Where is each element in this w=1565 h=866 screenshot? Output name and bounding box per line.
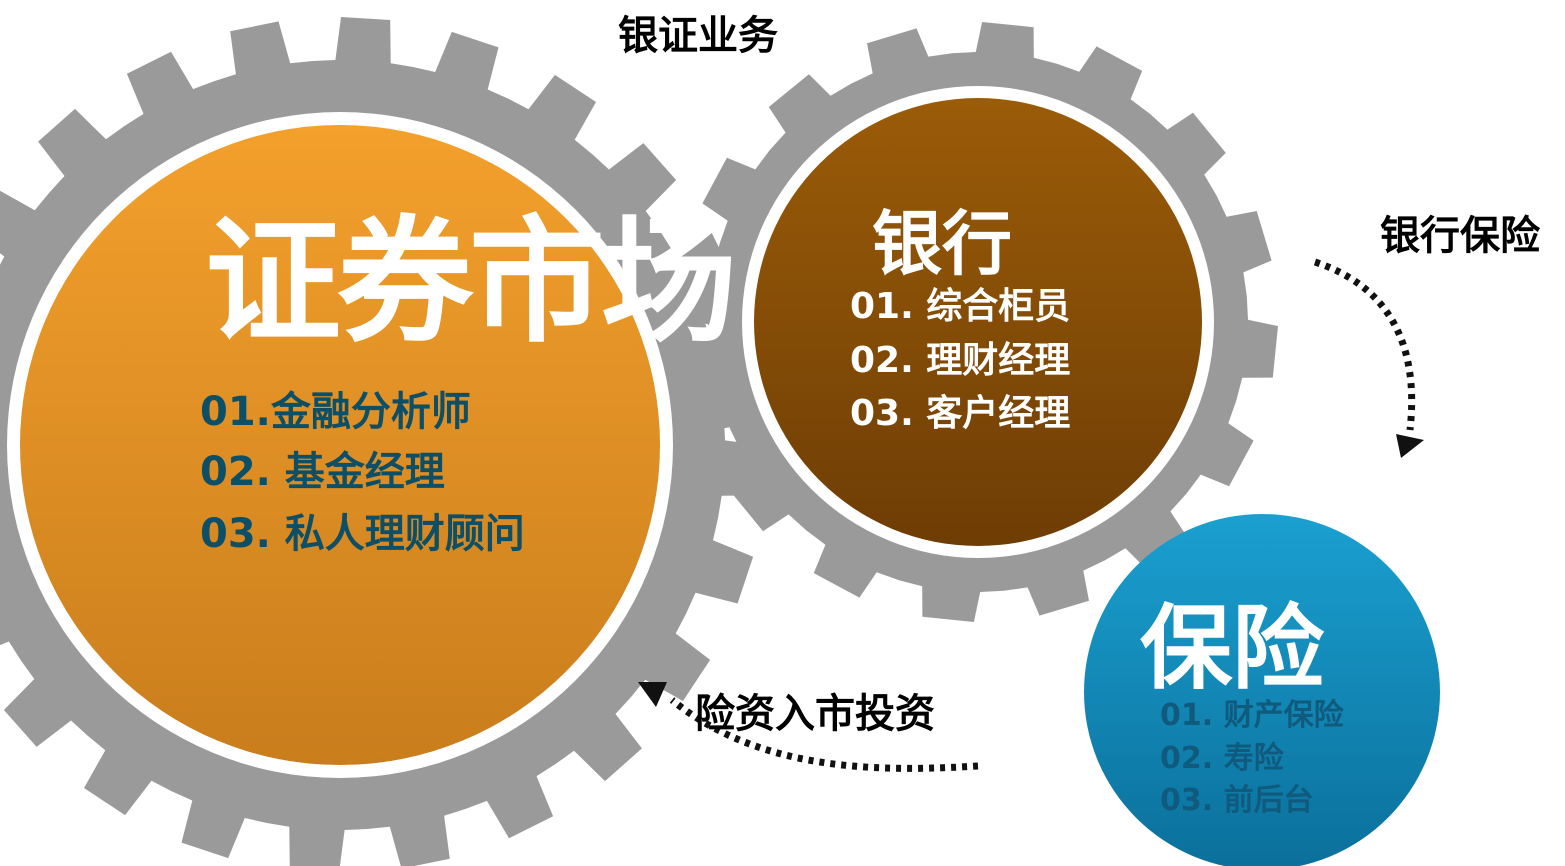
label-bank-insurance: 银行保险 bbox=[1380, 213, 1540, 259]
bank-item-2: 02. 理财经理 bbox=[850, 340, 1071, 381]
securities-circle bbox=[20, 125, 660, 765]
bank-title: 银行 bbox=[872, 203, 1012, 285]
securities-item-2: 02. 基金经理 bbox=[200, 449, 445, 495]
bank-gear bbox=[678, 22, 1278, 622]
label-insurance-securities: 险资入市投资 bbox=[695, 691, 935, 737]
bank-item-3: 03. 客户经理 bbox=[850, 393, 1071, 434]
securities-title: 证券市场 bbox=[205, 204, 737, 362]
arrowhead-down-icon bbox=[1396, 434, 1424, 458]
label-bank-securities: 银证业务 bbox=[618, 13, 778, 59]
bank-item-1: 01. 综合柜员 bbox=[850, 286, 1071, 327]
insurance-item-1: 01. 财产保险 bbox=[1160, 698, 1344, 733]
insurance-item-2: 02. 寿险 bbox=[1160, 741, 1284, 776]
securities-gear bbox=[0, 17, 768, 866]
insurance-item-3: 03. 前后台 bbox=[1160, 783, 1314, 818]
arrow-bank-to-insurance bbox=[1313, 258, 1424, 458]
arrowhead-left-icon bbox=[638, 682, 667, 707]
securities-item-1: 01.金融分析师 bbox=[200, 389, 471, 435]
insurance-circle bbox=[1084, 514, 1440, 866]
insurance-title: 保险 bbox=[1140, 595, 1325, 702]
bank-circle bbox=[754, 98, 1202, 546]
arrow-insurance-to-securities bbox=[638, 682, 979, 772]
securities-item-3: 03. 私人理财顾问 bbox=[200, 511, 525, 557]
